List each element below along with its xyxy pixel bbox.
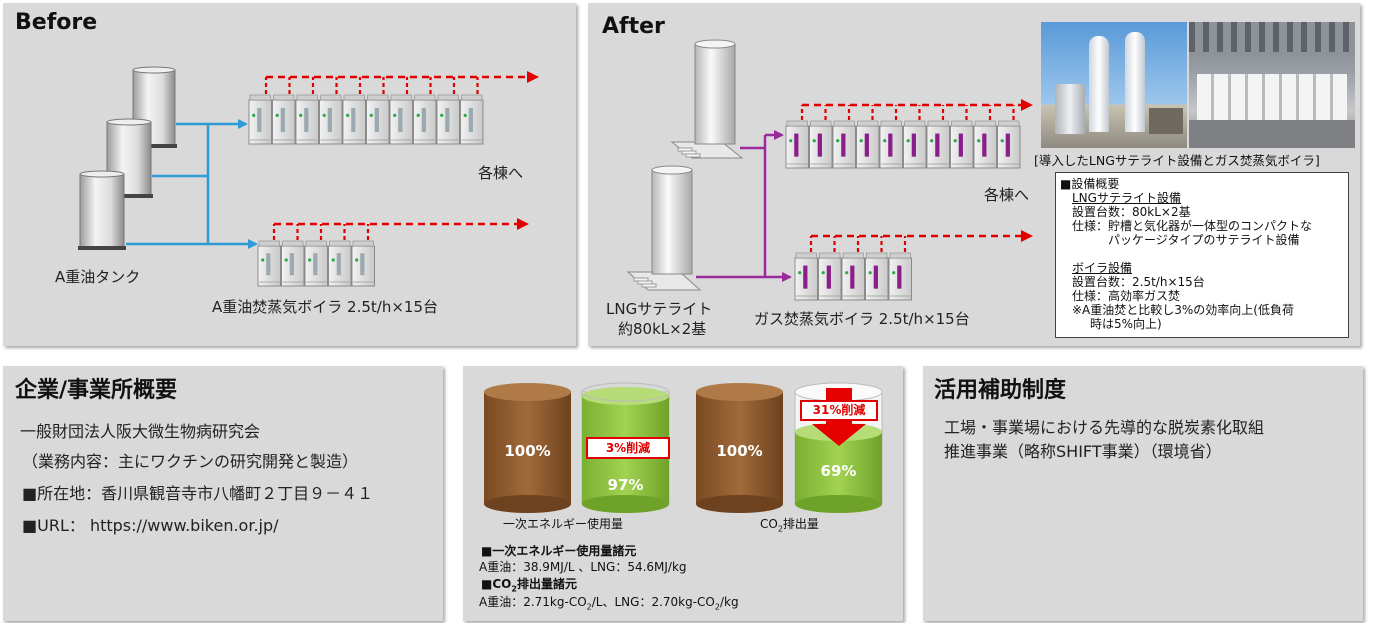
lng-label-line2: 約80kL×2基 [618, 320, 707, 338]
boiler-unit [436, 94, 460, 145]
energy-caption: 一次エネルギー使用量 [503, 517, 624, 531]
co2-after-value: 69% [820, 462, 857, 480]
after-title: After [602, 14, 665, 39]
after-destination-label: 各棟へ [984, 186, 1030, 204]
company-title: 企業/事業所概要 [15, 378, 178, 403]
spec-boiler-title: ボイラ設備 [1072, 261, 1133, 275]
co2-caption: CO2排出量 [760, 517, 819, 534]
after-boiler-label: ガス焚蒸気ボイラ 2.5t/h×15台 [754, 310, 970, 328]
energy-factor-heading: ■一次エネルギー使用量諸元 [481, 544, 637, 558]
steam-line-red [802, 99, 1033, 242]
steam-riser-group [264, 77, 479, 240]
co2-before-value: 100% [716, 442, 763, 460]
boiler-unit [342, 94, 366, 145]
subsidy-panel [923, 366, 1363, 621]
boiler-unit [281, 240, 305, 287]
company-address: ■所在地：香川県観音寺市八幡町２丁目９－４１ [22, 484, 374, 503]
boiler-unit [903, 120, 927, 169]
lng-tank-icon [626, 165, 702, 291]
boiler-unit [272, 94, 296, 145]
company-name: 一般財団法人阪大微生物病研究会 [20, 422, 261, 441]
tank-label: A重油タンク [55, 268, 141, 286]
gas-boiler-unit-group [785, 120, 1021, 169]
lng-tank-icon [670, 39, 744, 159]
co2-reduction-badge: 31%削減 [800, 400, 878, 421]
co2-before-cylinder [696, 383, 783, 513]
boiler-unit [950, 120, 974, 169]
boiler-unit [257, 240, 281, 287]
co2-factor-values: A重油：2.71kg-CO2/L、LNG：2.70kg-CO2/kg [479, 595, 739, 612]
company-business: （業務内容：主にワクチンの研究開発と製造） [22, 452, 359, 471]
boiler-unit [856, 120, 880, 169]
co2-factor-heading: ■CO2排出量諸元 [481, 577, 577, 594]
boiler-unit [926, 120, 950, 169]
gas-boiler-photo [1189, 22, 1355, 148]
fuel-pipe-blue [126, 119, 258, 249]
before-destination-label: 各棟へ [478, 164, 524, 182]
oil-tank-icon [78, 170, 126, 250]
boiler-unit [460, 94, 484, 145]
boiler-unit [794, 252, 818, 301]
energy-reduction-badge: 3%削減 [586, 437, 670, 459]
company-url: ■URL： https://www.biken.or.jp/ [22, 516, 279, 535]
boiler-unit [832, 120, 856, 169]
energy-after-value: 97% [607, 476, 644, 494]
boiler-unit [785, 120, 809, 169]
energy-before-value: 100% [504, 442, 551, 460]
boiler-unit [366, 94, 390, 145]
spec-lng-title: LNGサテライト設備 [1072, 191, 1181, 205]
boiler-unit [389, 94, 413, 145]
boiler-unit [413, 94, 437, 145]
boiler-unit [809, 120, 833, 169]
boiler-unit [997, 120, 1021, 169]
spec-lng-count: 設置台数：80kL×2基 [1072, 205, 1191, 219]
subsidy-line2: 推進事業（略称SHIFT事業）（環境省） [944, 442, 1222, 461]
boiler-unit [888, 252, 912, 301]
company-panel [3, 366, 443, 621]
before-title: Before [15, 10, 98, 35]
lng-label-line1: LNGサテライト [606, 300, 713, 318]
before-boiler-label: A重油焚蒸気ボイラ 2.5t/h×15台 [212, 298, 438, 316]
boiler-unit [351, 240, 375, 287]
boiler-unit [248, 94, 272, 145]
gas-pipe-purple [696, 130, 792, 282]
spec-boiler-count: 設置台数：2.5t/h×15台 [1072, 275, 1205, 289]
oil-boiler-unit-group [248, 94, 484, 145]
steam-line-red [266, 71, 539, 230]
boiler-unit [304, 240, 328, 287]
equipment-spec-box: ■設備概要 LNGサテライト設備 設置台数：80kL×2基 仕様：貯槽と気化器が… [1055, 172, 1349, 338]
spec-boiler-spec: 仕様：高効率ガス焚 [1072, 289, 1181, 303]
spec-lng-spec-2: パッケージタイプのサテライト設備 [1108, 233, 1300, 247]
spec-lng-spec-1: 仕様：貯槽と気化器が一体型のコンパクトな [1072, 219, 1313, 233]
boiler-unit [865, 252, 889, 301]
subsidy-line1: 工場・事業場における先導的な脱炭素化取組 [944, 418, 1265, 437]
boiler-unit [818, 252, 842, 301]
boiler-unit [879, 120, 903, 169]
boiler-unit [973, 120, 997, 169]
spec-heading: ■設備概要 [1060, 177, 1120, 191]
photo-caption: [導入したLNGサテライト設備とガス焚蒸気ボイラ] [1034, 153, 1320, 168]
spec-note-2: 時は5%向上) [1090, 317, 1162, 331]
steam-riser-group [800, 105, 1015, 252]
subsidy-title: 活用補助制度 [934, 378, 1067, 403]
gas-boiler-unit-group [794, 252, 912, 301]
lng-satellite-photo [1041, 22, 1187, 148]
boiler-unit [319, 94, 343, 145]
energy-factor-values: A重油：38.9MJ/L 、LNG：54.6MJ/kg [479, 560, 687, 574]
boiler-unit [295, 94, 319, 145]
oil-boiler-unit-group [257, 240, 375, 287]
boiler-unit [841, 252, 865, 301]
energy-before-cylinder [484, 383, 571, 513]
boiler-unit [328, 240, 352, 287]
spec-note-1: ※A重油焚と比較し3%の効率向上(低負荷 [1072, 303, 1294, 317]
